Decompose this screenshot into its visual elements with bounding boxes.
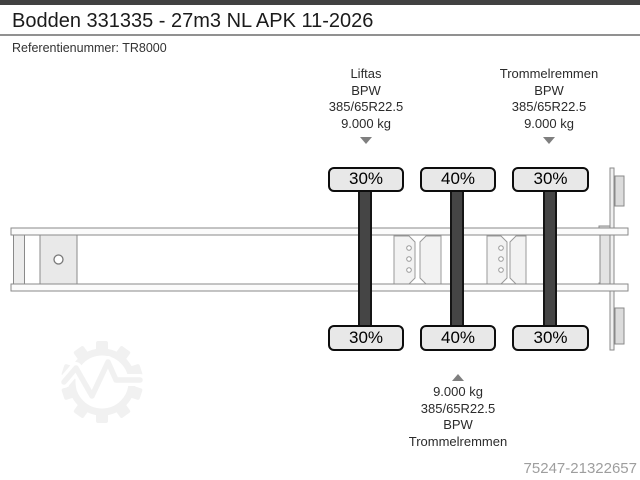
rear-axle-spec-label: Trommelremmen BPW 385/65R22.5 9.000 kg bbox=[469, 66, 629, 144]
spec-line: BPW bbox=[351, 82, 381, 98]
rear-hinge-bottom bbox=[614, 307, 625, 345]
spec-line: 9.000 kg bbox=[341, 115, 391, 131]
spec-line: 9.000 kg bbox=[433, 384, 483, 399]
chassis-gusset-1 bbox=[393, 235, 442, 285]
image-id: 75247-21322657 bbox=[523, 460, 637, 477]
gear-watermark-icon bbox=[58, 341, 146, 423]
top-border-bar bbox=[0, 0, 640, 5]
chassis-left-cap bbox=[13, 233, 25, 285]
up-triangle-icon bbox=[452, 374, 464, 381]
chassis-top-rail bbox=[10, 227, 629, 236]
axle-3-load-bottom: 30% bbox=[512, 325, 589, 351]
spec-line: BPW bbox=[443, 417, 473, 432]
axle-bar-2 bbox=[450, 185, 464, 333]
spec-line: 385/65R22.5 bbox=[420, 400, 496, 416]
reference-number: Referentienummer: TR8000 bbox=[12, 41, 167, 55]
rear-frame bbox=[598, 167, 625, 351]
axle-3-load-top: 30% bbox=[512, 167, 589, 192]
axle-2-load-top: 40% bbox=[420, 167, 496, 192]
axle-1-load-top: 30% bbox=[328, 167, 404, 192]
rear-hinge-top bbox=[614, 175, 625, 207]
axle-bar-3 bbox=[543, 185, 557, 333]
rear-post bbox=[609, 167, 615, 351]
spec-line: 385/65R22.5 bbox=[328, 99, 404, 114]
axle-2-load-bottom: 40% bbox=[420, 325, 496, 351]
spec-line: 9.000 kg bbox=[524, 115, 574, 131]
chassis-gusset-2 bbox=[486, 235, 527, 285]
chassis-bottom-rail bbox=[10, 283, 629, 292]
axle-bar-1 bbox=[358, 185, 372, 333]
spec-line: 385/65R22.5 bbox=[511, 99, 587, 114]
spec-line: Trommelremmen bbox=[499, 66, 599, 81]
spec-line: Trommelremmen bbox=[408, 433, 508, 449]
bottom-axle-spec-label: 9.000 kg 385/65R22.5 BPW Trommelremmen bbox=[378, 374, 538, 450]
spec-line: Liftas bbox=[350, 66, 382, 81]
axle-1-load-bottom: 30% bbox=[328, 325, 404, 351]
spec-line: BPW bbox=[534, 82, 564, 98]
down-triangle-icon bbox=[543, 137, 555, 144]
page-title: Bodden 331335 - 27m3 NL APK 11-2026 bbox=[12, 10, 374, 32]
down-triangle-icon bbox=[360, 137, 372, 144]
front-axle-spec-label: Liftas BPW 385/65R22.5 9.000 kg bbox=[296, 66, 436, 144]
header-divider bbox=[0, 34, 640, 36]
kingpin bbox=[53, 254, 64, 265]
